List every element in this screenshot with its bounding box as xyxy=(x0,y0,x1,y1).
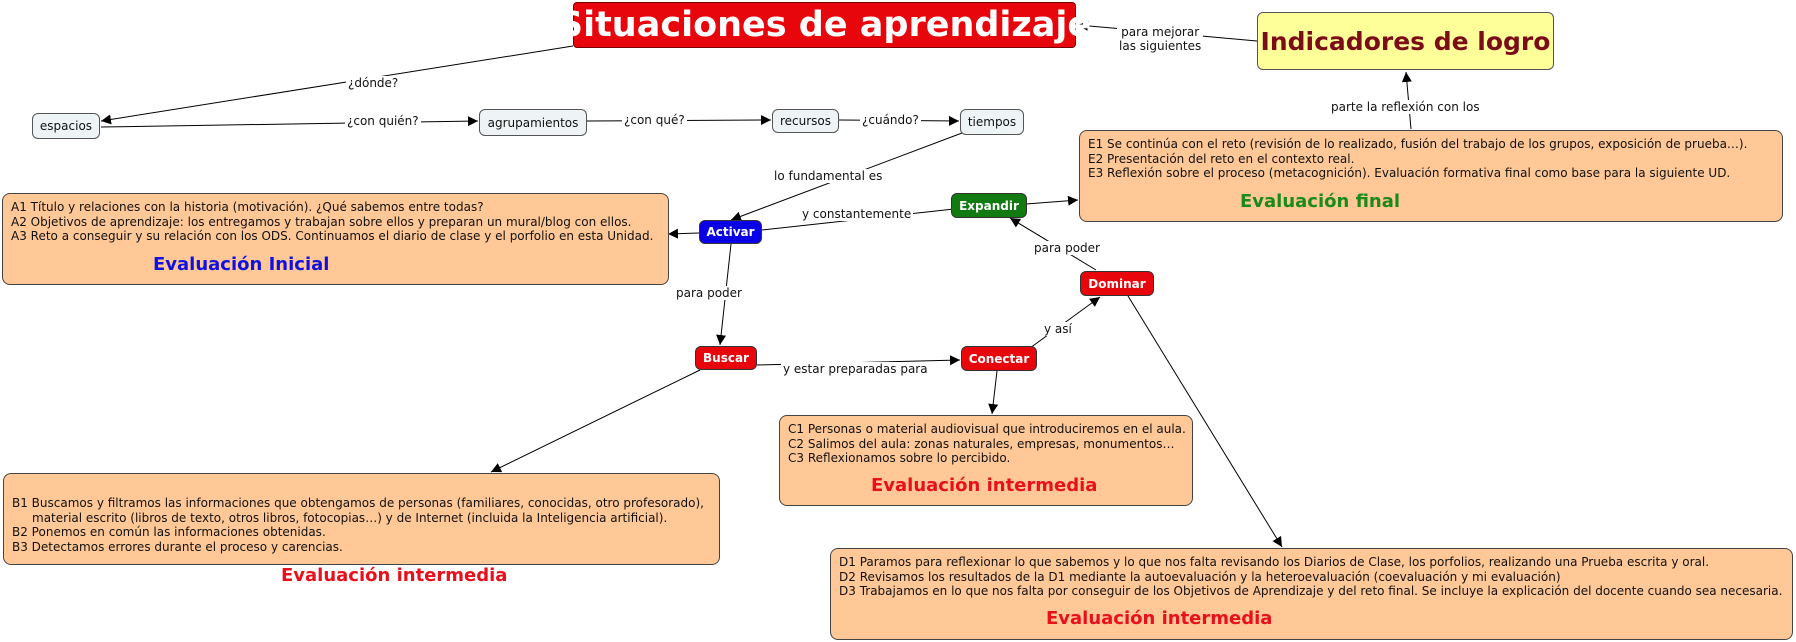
node-dominar: Dominar xyxy=(1080,271,1154,296)
eval-label: Evaluación intermedia xyxy=(871,475,1098,496)
link-conectar-card xyxy=(988,370,999,415)
node-espacios: espacios xyxy=(32,113,100,139)
link-label: y así xyxy=(1042,322,1074,336)
card-buscar: B1 Buscamos y filtramos las informacione… xyxy=(3,473,720,584)
card-line: B1 Buscamos y filtramos las informacione… xyxy=(12,496,704,510)
eval-label: Evaluación intermedia xyxy=(281,565,508,586)
link-dominar-card xyxy=(1127,295,1283,548)
card-line: E1 Se continúa con el reto (revisión de … xyxy=(1088,137,1748,151)
card-line: D1 Paramos para reflexionar lo que sabem… xyxy=(839,555,1710,569)
card-dominar: D1 Paramos para reflexionar lo que sabem… xyxy=(830,548,1793,640)
node-expandir: Expandir xyxy=(951,193,1027,218)
link-label: y estar preparadas para xyxy=(781,362,930,376)
node-buscar: Buscar xyxy=(695,346,757,370)
node-tiempos: tiempos xyxy=(960,109,1024,135)
link-label: para poder xyxy=(1032,241,1102,255)
card-evaluacion-final: E1 Se continúa con el reto (revisión de … xyxy=(1079,130,1783,222)
indicadores-node: Indicadores de logro xyxy=(1257,12,1554,70)
node-agrupamientos: agrupamientos xyxy=(479,109,587,136)
card-line: D3 Trabajamos en lo que nos falta por co… xyxy=(839,584,1783,598)
card-line: material escrito (libros de texto, otros… xyxy=(32,510,668,525)
link-label: para poder xyxy=(674,286,744,300)
link-label: lo fundamental es xyxy=(772,169,885,183)
card-line: B2 Ponemos en común las informaciones ob… xyxy=(12,525,326,539)
node-recursos: recursos xyxy=(772,109,839,133)
link-expandir-final xyxy=(1025,195,1079,206)
link-buscar-card xyxy=(490,369,701,473)
card-line: A3 Reto a conseguir y su relación con lo… xyxy=(11,229,654,243)
link-label: ¿cuándo? xyxy=(860,113,921,127)
card-line: E3 Reflexión sobre el proceso (metacogni… xyxy=(1088,166,1731,180)
link-label: y constantemente xyxy=(800,207,914,221)
card-conectar: C1 Personas o material audiovisual que i… xyxy=(779,415,1193,506)
link-label: ¿con quién? xyxy=(345,114,421,128)
card-line: C2 Salimos del aula: zonas naturales, em… xyxy=(788,436,1175,451)
link-activar-inicial xyxy=(667,228,700,239)
title-node: Situaciones de aprendizaje xyxy=(558,2,1091,48)
eval-label: Evaluación Inicial xyxy=(153,254,330,275)
link-label-line: para mejorar xyxy=(1121,25,1200,39)
card-line: D2 Revisamos los resultados de la D1 med… xyxy=(839,569,1561,584)
eval-label: Evaluación final xyxy=(1240,191,1401,212)
eval-label: Evaluación intermedia xyxy=(1046,608,1273,629)
card-line: A1 Título y relaciones con la historia (… xyxy=(11,200,484,214)
link-label: parte la reflexión con los xyxy=(1329,100,1482,114)
link-situaciones-espacios xyxy=(100,45,574,125)
node-activar: Activar xyxy=(699,220,762,244)
link-label: ¿dónde? xyxy=(346,76,401,90)
card-evaluacion-inicial: A1 Título y relaciones con la historia (… xyxy=(2,193,669,285)
card-line: E2 Presentación del reto en el contexto … xyxy=(1088,151,1355,166)
card-line: C1 Personas o material audiovisual que i… xyxy=(788,422,1186,436)
node-conectar: Conectar xyxy=(961,346,1037,371)
link-label-line: las siguientes xyxy=(1119,39,1202,53)
card-line: B3 Detectamos errores durante el proceso… xyxy=(12,539,343,554)
card-line: A2 Objetivos de aprendizaje: los entrega… xyxy=(11,214,632,229)
card-line: C3 Reflexionamos sobre lo percibido. xyxy=(788,451,1011,465)
link-label: para mejorar las siguientes xyxy=(1117,25,1204,53)
link-label: ¿con qué? xyxy=(622,113,687,127)
link-espacios-agrupamientos xyxy=(100,116,479,128)
